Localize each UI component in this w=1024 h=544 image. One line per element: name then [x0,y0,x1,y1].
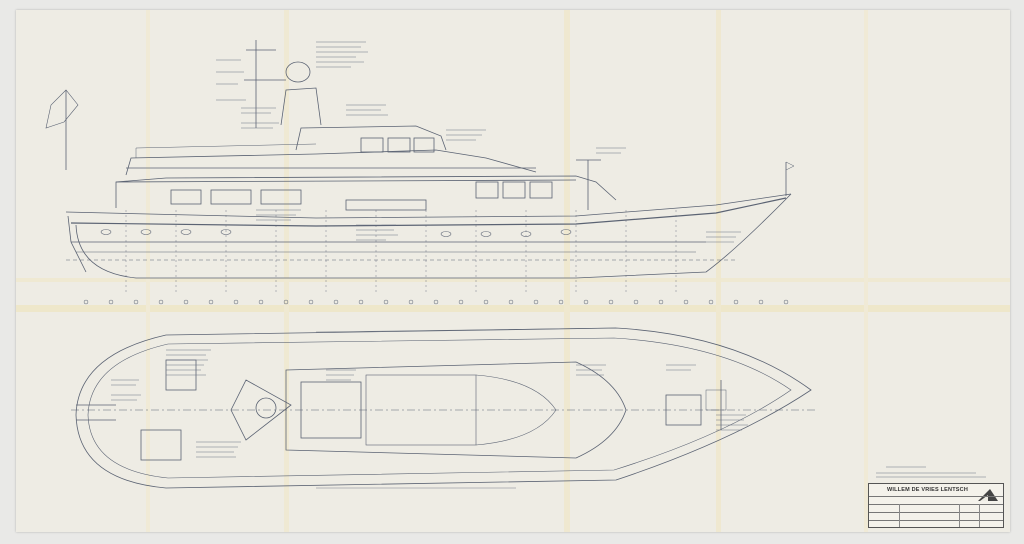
blueprint-sheet: WILLEM DE VRIES LENTSCH [16,10,1010,532]
upper-deck [125,149,537,176]
station-markers [83,299,789,305]
tb-divider [959,504,960,527]
tb-divider [869,520,1003,521]
tb-divider [869,504,1003,505]
stern-flag [45,89,79,129]
tb-divider [869,512,1003,513]
hull-sheer [65,193,792,219]
title-block: WILLEM DE VRIES LENTSCH [868,483,1004,528]
fold-stains [16,10,1010,532]
annotation-scribbles [111,41,986,478]
wdvl-logo-icon [978,489,998,501]
radar-mast [280,87,322,126]
tb-divider [869,496,1003,497]
tb-divider [979,504,980,527]
tb-divider [899,504,900,527]
hull-bottom [75,193,792,279]
plan-hull-outline [75,327,812,489]
portholes [100,229,572,237]
yacht-drawing [16,10,1010,532]
company-name: WILLEM DE VRIES LENTSCH [887,487,968,493]
deckhouse [115,175,617,208]
tender [230,379,292,441]
